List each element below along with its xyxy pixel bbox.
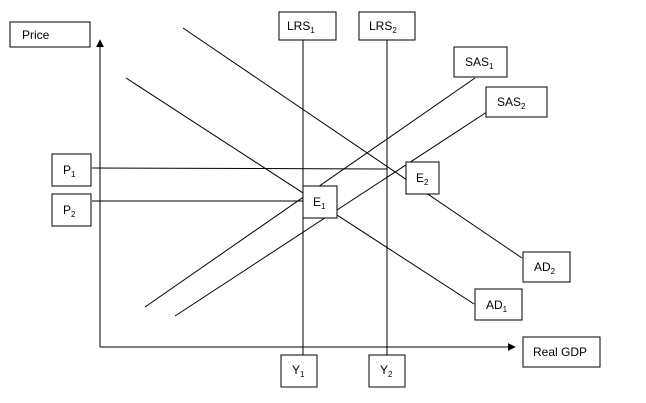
y2-label: Y2	[368, 354, 406, 388]
svg-text:LRS1: LRS1	[287, 19, 315, 35]
svg-text:SAS2: SAS2	[497, 95, 526, 111]
ad2-label: AD2	[522, 251, 571, 283]
p2-label: P2	[51, 193, 92, 227]
svg-text:Y2: Y2	[380, 363, 393, 379]
svg-text:E2: E2	[416, 171, 429, 187]
lrs1-label: LRS1	[278, 11, 337, 41]
svg-text:Real GDP: Real GDP	[533, 345, 587, 359]
svg-text:SAS1: SAS1	[465, 55, 494, 71]
e1-label: E1	[302, 185, 338, 219]
ad1-label: AD1	[474, 288, 523, 321]
svg-text:P2: P2	[63, 203, 76, 219]
svg-text:P1: P1	[63, 163, 76, 179]
svg-text:AD2: AD2	[534, 260, 556, 276]
svg-text:AD1: AD1	[486, 298, 508, 314]
p1-level-line	[91, 167, 388, 170]
e2-label: E2	[405, 161, 440, 195]
sas1-label: SAS1	[453, 46, 508, 78]
svg-text:LRS2: LRS2	[369, 19, 397, 35]
x-axis-label: Real GDP	[522, 336, 601, 368]
svg-text:E1: E1	[313, 195, 326, 211]
ad2-line	[182, 27, 523, 259]
ad1-line	[125, 77, 475, 305]
svg-text:Y1: Y1	[292, 363, 305, 379]
svg-text:Price: Price	[22, 28, 50, 42]
sas2-label: SAS2	[485, 86, 548, 118]
lrs2-label: LRS2	[358, 11, 416, 41]
y-axis-label: Price	[9, 21, 91, 48]
y1-label: Y1	[280, 354, 318, 388]
p1-label: P1	[51, 153, 92, 187]
